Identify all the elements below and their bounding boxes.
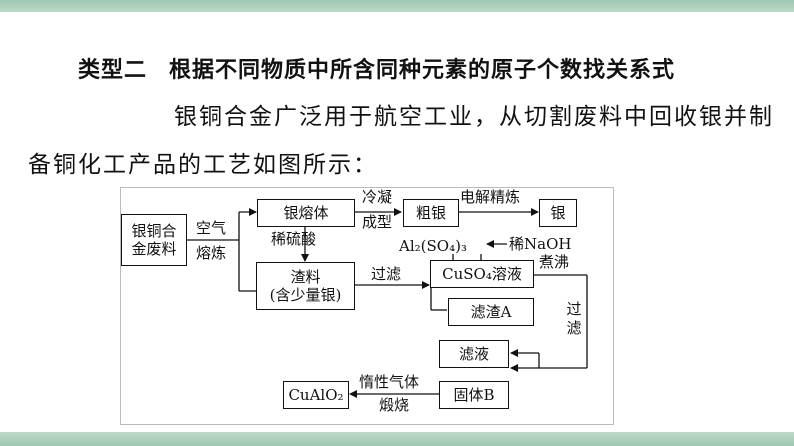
label-dilute-naoh: 稀NaOH [509,235,572,253]
residue-a-label: 滤渣A [470,303,512,321]
silver-label: 银 [550,204,566,222]
label-smelt: 熔炼 [196,244,227,262]
heading-title: 根据不同物质中所含同种元素的原子个数找关系式 [169,58,676,83]
box-silver-melt: 银熔体 [257,199,355,227]
box-slag: 渣料 (含少量银) [256,262,355,310]
melt-label: 银熔体 [283,204,329,222]
label-boil: 煮沸 [539,253,570,271]
label-al2so43: Al₂(SO₄)₃ [399,237,467,255]
label-condense: 冷凝 [362,188,393,206]
process-flow-diagram: 银铜合金废料 银熔体 粗银 银 渣料 (含少量银) CuSO₄溶液 滤渣A 滤液… [120,187,614,425]
type-label: 类型二 [78,58,148,83]
label-filter-2: 过滤 [566,300,582,337]
cuso4-label: CuSO₄溶液 [442,265,522,283]
filtrate-label: 滤液 [458,345,489,363]
box-cualo2: CuAlO₂ [283,381,349,409]
slag-label-2: (含少量银) [269,286,342,304]
flow-arrows [186,208,588,398]
crude-label: 粗银 [415,204,446,222]
label-air: 空气 [196,219,227,237]
box-waste-alloy: 银铜合金废料 [121,214,187,266]
box-residue-a: 滤渣A [448,298,534,326]
box-solid-b: 固体B [439,381,509,409]
paragraph-line-1: 银铜合金广泛用于航空工业，从切割废料中回收银并制 [174,104,774,130]
paragraph-line-2: 备铜化工产品的工艺如图所示： [28,152,378,178]
label-filter-1: 过滤 [371,265,402,283]
solid-b-label: 固体B [453,386,495,404]
label-calcine: 煅烧 [379,396,410,414]
section-heading: 类型二根据不同物质中所含同种元素的原子个数找关系式 [78,52,675,84]
box-silver: 银 [539,199,577,227]
waste-label: 银铜合金废料 [131,222,177,258]
label-form: 成型 [362,213,393,231]
box-crude-silver: 粗银 [403,199,459,227]
top-decor-bar [0,0,794,12]
box-filtrate: 滤液 [439,340,509,368]
box-cuso4-solution: CuSO₄溶液 [430,260,534,288]
label-inert-gas: 惰性气体 [359,373,420,391]
label-dilute-h2so4: 稀硫酸 [271,230,317,248]
slag-label-1: 渣料 [290,268,321,286]
bottom-decor-bar [0,432,794,446]
cualo2-label: CuAlO₂ [288,386,344,404]
label-electrolysis: 电解精炼 [460,188,521,206]
